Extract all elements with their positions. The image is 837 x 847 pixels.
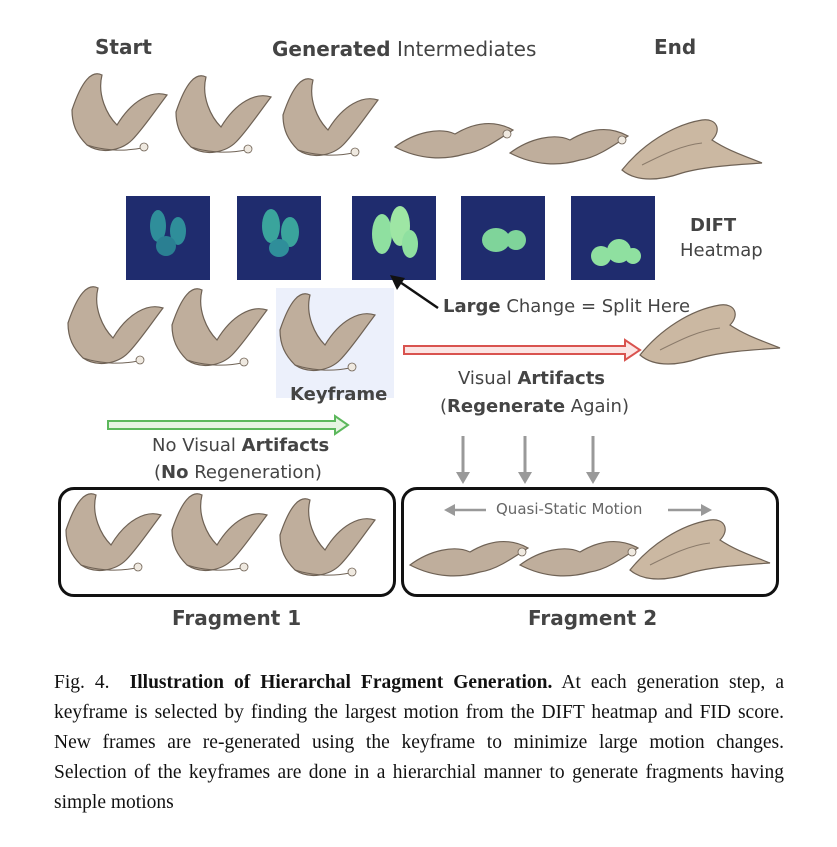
caption-title: Illustration of Hierarchal Fragment Gene… [130,672,553,693]
caption-prefix: Fig. 4. [54,672,110,693]
figure-caption: Fig. 4. Illustration of Hierarchal Fragm… [54,668,784,818]
fragment-1-label: Fragment 1 [172,606,301,630]
fragment-2-label: Fragment 2 [528,606,657,630]
caption-body: At each generation step, a keyframe is s… [54,672,784,813]
quasi-static-label: Quasi-Static Motion [496,500,642,518]
